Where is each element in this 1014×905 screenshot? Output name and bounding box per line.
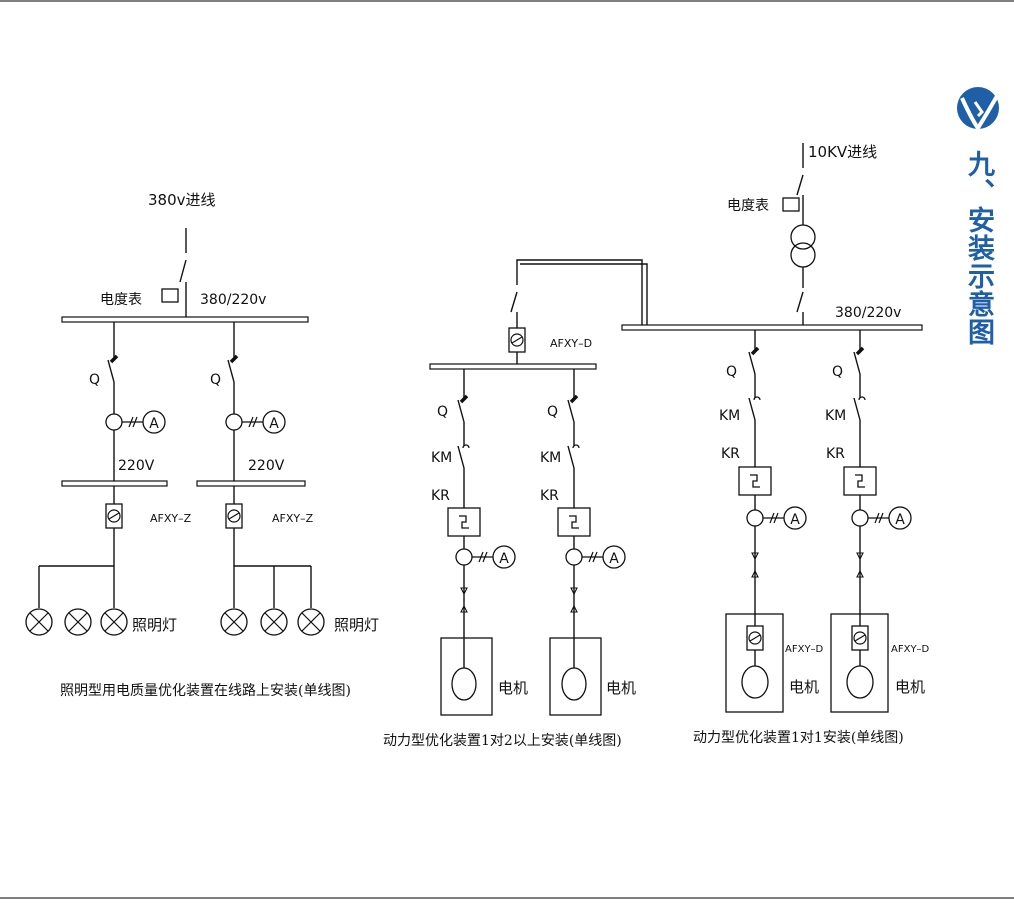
lighting-device-2 xyxy=(225,503,243,529)
power-single-q-2: Q xyxy=(832,364,843,380)
lighting-main-switch xyxy=(179,259,187,283)
lighting-device-label-2: AFXY–Z xyxy=(272,512,314,525)
power-multi-km-2: KM xyxy=(540,450,561,466)
power-single-breaker-2 xyxy=(852,346,865,376)
power-single-bus-voltage: 380/220v xyxy=(835,305,901,321)
lighting-sub-bus-1 xyxy=(61,480,168,487)
lighting-ammeter-text-2: A xyxy=(269,416,279,432)
power-single-breaker-1 xyxy=(747,346,760,376)
power-single-km-2: KM xyxy=(825,408,846,424)
lighting-meter-label: 电度表 xyxy=(100,292,142,308)
power-single-feed-label: 10KV进线 xyxy=(808,143,877,161)
brand-logo xyxy=(957,87,999,132)
power-multi-diagram: AFXY–D Q KM KR A 电机 Q KM KR A xyxy=(383,259,648,749)
transformer-icon xyxy=(790,224,816,250)
power-multi-bus xyxy=(429,363,597,370)
lamp-icon xyxy=(220,608,248,636)
power-single-caption: 动力型优化装置1对1安装(单线图) xyxy=(693,730,904,746)
power-multi-kr-2: KR xyxy=(540,488,559,504)
power-multi-motor-1 xyxy=(440,637,493,716)
power-multi-switch xyxy=(510,291,518,313)
power-multi-ammeter-text-2: A xyxy=(609,551,619,567)
power-multi-motor-label-1: 电机 xyxy=(498,679,528,697)
power-single-main-switch xyxy=(796,174,804,196)
lamp-icon xyxy=(297,608,325,636)
power-single-relay-1 xyxy=(738,466,772,496)
lighting-breaker-label-2: Q xyxy=(210,372,221,388)
lighting-breaker-1 xyxy=(106,354,119,384)
power-multi-motor-label-2: 电机 xyxy=(606,679,636,697)
power-single-motor-label-1: 电机 xyxy=(789,678,819,696)
power-multi-q-2: Q xyxy=(547,404,558,420)
power-multi-relay-1 xyxy=(447,507,481,537)
lighting-main-bus xyxy=(61,316,309,323)
power-single-device-2 xyxy=(851,625,869,651)
lamp-icon xyxy=(100,608,128,636)
lamp-icon xyxy=(25,608,53,636)
lamp-icon xyxy=(260,608,288,636)
power-single-kr-1: KR xyxy=(721,446,740,462)
power-single-device-1 xyxy=(746,625,764,651)
lighting-lamps-label-2: 照明灯 xyxy=(334,616,379,634)
power-single-km-1: KM xyxy=(719,408,740,424)
lighting-sub-voltage-2: 220V xyxy=(248,458,285,474)
lighting-sub-bus-2 xyxy=(196,480,306,487)
power-single-contactor-1 xyxy=(748,396,761,421)
power-multi-motor-2 xyxy=(549,637,602,716)
power-multi-contactor-1 xyxy=(457,444,470,469)
power-multi-relay-2 xyxy=(557,507,591,537)
lighting-device-label-1: AFXY–Z xyxy=(150,512,192,525)
power-single-ammeter-text-1: A xyxy=(790,512,800,528)
power-multi-contactor-2 xyxy=(567,444,580,469)
power-single-ammeter-text-2: A xyxy=(895,512,905,528)
power-multi-breaker-2 xyxy=(566,394,579,424)
lighting-sub-voltage-1: 220V xyxy=(118,458,155,474)
power-single-meter-label: 电度表 xyxy=(727,198,769,214)
lighting-bus-voltage: 380/220v xyxy=(200,292,266,308)
power-multi-km-1: KM xyxy=(431,450,452,466)
power-single-q-1: Q xyxy=(726,364,737,380)
power-single-contactor-2 xyxy=(853,396,866,421)
lighting-device-1 xyxy=(105,503,123,529)
power-multi-caption: 动力型优化装置1对2以上安装(单线图) xyxy=(383,733,622,749)
lighting-breaker-2 xyxy=(226,354,239,384)
lighting-diagram: 380v进线 电度表 380/220v Q A 220V AFXY–Z 照明灯 … xyxy=(25,191,379,699)
power-single-main-bus xyxy=(621,324,923,331)
power-single-device-label-2: AFXY–D xyxy=(891,644,930,655)
lighting-ammeter-text-1: A xyxy=(149,416,159,432)
power-single-meter-box xyxy=(782,197,800,212)
power-single-kr-2: KR xyxy=(826,446,845,462)
power-multi-breaker-1 xyxy=(456,394,469,424)
power-multi-device xyxy=(508,327,526,353)
lighting-breaker-label-1: Q xyxy=(89,372,100,388)
lamp-icon xyxy=(64,608,92,636)
power-multi-kr-1: KR xyxy=(431,488,450,504)
lighting-meter-box xyxy=(161,288,179,303)
power-single-device-label-1: AFXY–D xyxy=(785,644,824,655)
power-single-motor-label-2: 电机 xyxy=(895,678,925,696)
lighting-feed-label: 380v进线 xyxy=(148,191,216,209)
power-multi-q-1: Q xyxy=(437,404,448,420)
power-single-diagram: 10KV进线 电度表 380/220v Q KM KR A AFXY–D xyxy=(621,143,930,746)
lighting-lamps-label-1: 照明灯 xyxy=(132,616,177,634)
power-multi-device-label: AFXY–D xyxy=(550,337,592,350)
page-title: 九、安装示意图 xyxy=(963,150,994,346)
lighting-caption: 照明型用电质量优化装置在线路上安装(单线图) xyxy=(60,683,351,699)
power-single-relay-2 xyxy=(843,466,877,496)
power-multi-ammeter-text-1: A xyxy=(499,551,509,567)
